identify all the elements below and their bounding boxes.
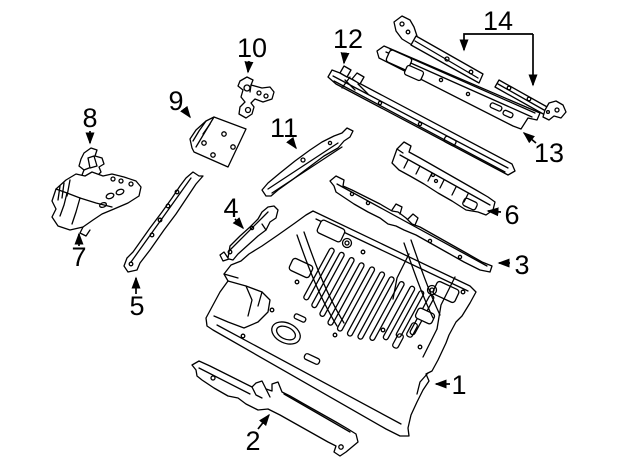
callout-3[interactable]: 3 <box>497 250 530 280</box>
callout-2[interactable]: 2 <box>245 413 270 456</box>
callout-6[interactable]: 6 <box>486 200 520 230</box>
part-5-rail <box>123 171 204 273</box>
part-3-rail <box>329 175 493 273</box>
callout-14-label: 14 <box>483 6 513 36</box>
callout-11-arrow <box>286 136 297 150</box>
part-12-rail <box>327 65 516 176</box>
callout-13[interactable]: 13 <box>522 132 564 168</box>
part-4-rail <box>219 205 279 262</box>
callout-11-label: 11 <box>270 113 298 143</box>
callout-2-arrow <box>257 413 270 430</box>
callout-1[interactable]: 1 <box>434 370 467 400</box>
callout-4-label: 4 <box>223 193 238 223</box>
callout-10-label: 10 <box>237 33 267 63</box>
part-2-crossmember <box>191 360 359 457</box>
callout-1-label: 1 <box>451 370 466 400</box>
callout-11[interactable]: 11 <box>270 113 298 150</box>
callout-10[interactable]: 10 <box>237 33 267 74</box>
part-11-rail <box>261 127 354 197</box>
callout-8-label: 8 <box>82 103 97 133</box>
callout-9-label: 9 <box>168 86 183 116</box>
callout-12-arrow <box>340 52 350 65</box>
callout-7-label: 7 <box>71 242 86 272</box>
part-14-rail-right <box>494 79 567 121</box>
part-8-bracket <box>78 147 105 180</box>
callout-5[interactable]: 5 <box>129 276 145 321</box>
callout-6-label: 6 <box>504 200 519 230</box>
callout-5-label: 5 <box>129 291 144 321</box>
diagram-artwork <box>51 15 567 457</box>
callout-9[interactable]: 9 <box>168 86 191 119</box>
callout-13-label: 13 <box>534 138 564 168</box>
part-10-bracket <box>237 76 275 119</box>
part-13-crossmember <box>376 45 541 130</box>
callout-14[interactable]: 14 <box>459 6 538 87</box>
callout-12[interactable]: 12 <box>333 24 363 65</box>
callout-4[interactable]: 4 <box>223 193 244 230</box>
part-6-crossmember <box>391 141 496 216</box>
callout-10-arrow <box>244 60 254 74</box>
part-1-floor-pan <box>205 210 477 437</box>
callout-3-label: 3 <box>514 250 529 280</box>
callout-8[interactable]: 8 <box>82 103 98 145</box>
callout-9-arrow <box>180 105 191 119</box>
part-7-bracket-assembly <box>51 171 142 237</box>
callout-4-arrow <box>232 217 244 230</box>
callout-13-arrow <box>522 132 537 144</box>
callout-14-arrow-left <box>459 33 533 52</box>
callout-6-arrow <box>486 207 502 217</box>
callout-2-label: 2 <box>245 426 260 456</box>
part-14-rail-left <box>393 15 484 84</box>
callout-7[interactable]: 7 <box>71 232 87 272</box>
callout-12-label: 12 <box>333 24 363 54</box>
part-9-plate <box>189 116 247 168</box>
